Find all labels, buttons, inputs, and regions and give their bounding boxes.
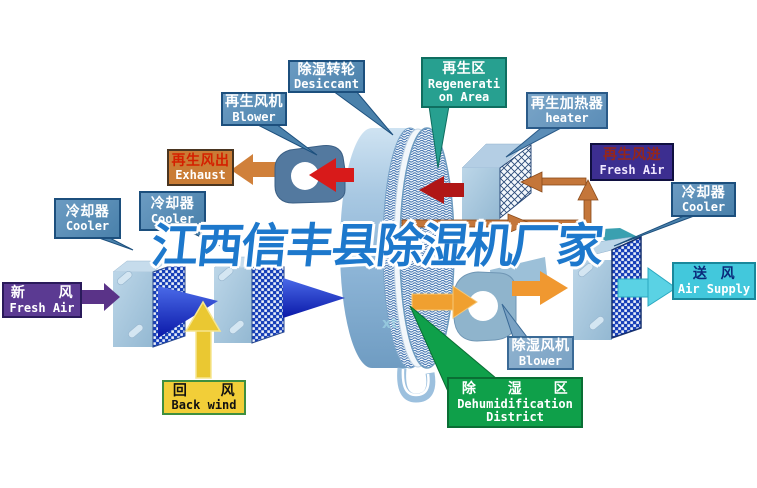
label-regen-fresh-air: 再生风进 Fresh Air	[590, 143, 674, 181]
label-air-supply: 送 风 Air Supply	[672, 262, 756, 300]
supply-cooler-box	[572, 228, 642, 340]
regen-air-path	[401, 171, 599, 234]
label-exhaust: 再生风出 Exhaust	[167, 149, 234, 186]
label-heater: 再生加热器 heater	[526, 92, 608, 129]
label-regen-blower: 再生风机 Blower	[221, 92, 287, 126]
regen-blower-fan	[274, 145, 346, 204]
label-regen-area: 再生区 Regenerati on Area	[421, 57, 507, 108]
rotation-mark	[397, 367, 436, 403]
label-cooler-left2: 冷却器 Cooler	[139, 191, 206, 231]
cooler-box-2	[213, 256, 285, 344]
label-dehum-district: 除 湿 区 Dehumidification District	[447, 377, 583, 428]
label-desiccant-en: Desiccant	[293, 77, 360, 92]
label-desiccant-zh: 除湿转轮	[297, 61, 356, 78]
label-cooler-right: 冷却器 Cooler	[671, 182, 736, 217]
label-desiccant: 除湿转轮 Desiccant	[288, 60, 365, 93]
flow-arrows	[82, 158, 677, 379]
dehum-blower-fan	[453, 257, 548, 342]
label-dehum-blower: 除湿风机 Blower	[507, 336, 574, 370]
label-fresh-air: 新 风 Fresh Air	[2, 282, 82, 318]
heater-box	[461, 143, 532, 222]
watermark-small: xt	[382, 316, 398, 332]
label-back-wind: 回 风 Back wind	[162, 380, 246, 415]
label-cooler-left1: 冷却器 Cooler	[54, 198, 121, 239]
watermark-text: 江西信丰县除湿机厂家	[148, 219, 605, 274]
